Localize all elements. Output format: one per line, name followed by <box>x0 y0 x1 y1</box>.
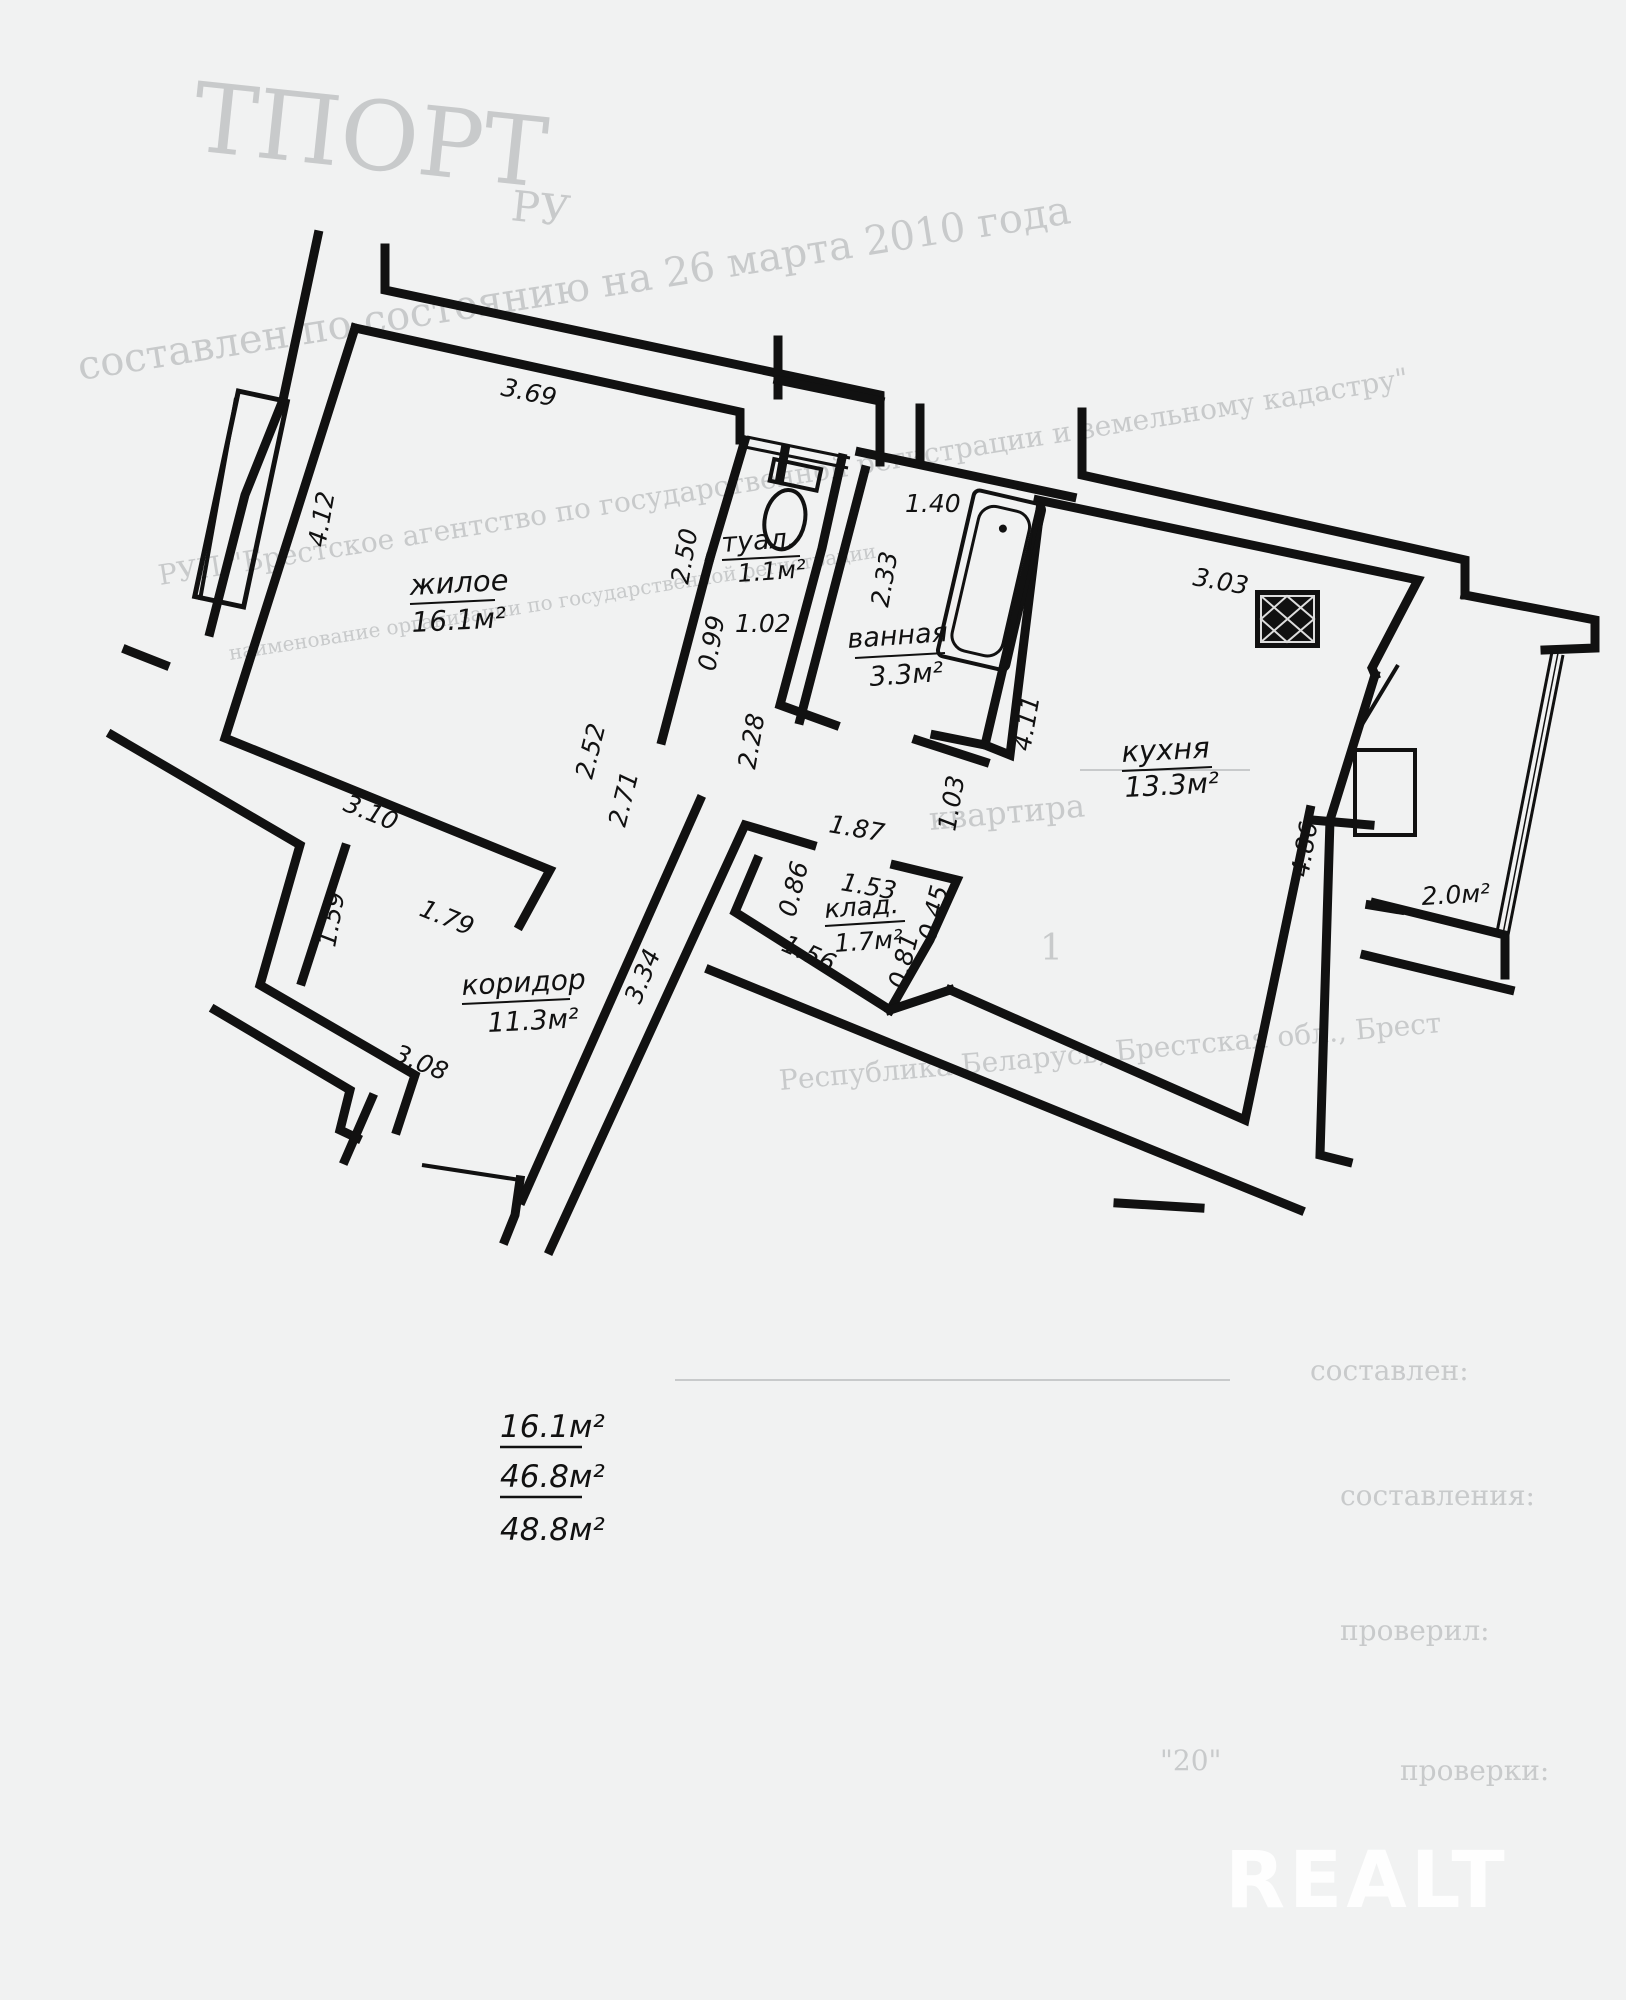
toilet-icon <box>762 456 824 552</box>
room-bathroom-name: ванная <box>846 617 948 655</box>
room-labels: жилое 16.1м² туал. 1.1м² ванная 3.3м² ку… <box>408 523 1491 1039</box>
dim-1-40: 1.40 <box>905 489 961 518</box>
dim-1-87: 1.87 <box>827 809 887 847</box>
room-toilet-area: 1.1м² <box>736 554 806 588</box>
dim-1-02: 1.02 <box>735 609 791 638</box>
bg-line-11: проверки: <box>1400 1754 1549 1787</box>
total-living: 16.1м² <box>500 1409 605 1445</box>
realt-logo: REALT <box>1225 1836 1509 1926</box>
bg-line-7: составлен: <box>1310 1354 1469 1387</box>
bg-line-8: составления: <box>1340 1479 1535 1512</box>
dim-2-52: 2.52 <box>570 720 612 781</box>
dim-3-08: 3.08 <box>390 1039 452 1087</box>
room-living-area: 16.1м² <box>411 601 507 639</box>
total-area: 46.8м² <box>500 1459 605 1495</box>
room-living-name: жилое <box>408 563 510 602</box>
bg-line-10: "20" <box>1160 1744 1221 1777</box>
area-totals: 16.1м² 46.8м² 48.8м² <box>500 1409 605 1548</box>
bg-line-9: проверил: <box>1340 1614 1490 1647</box>
room-corridor-name: коридор <box>461 963 587 1002</box>
dim-2-28: 2.28 <box>732 711 770 771</box>
bg-line-1: составлен по состоянию на 26 марта 2010 … <box>74 187 1073 390</box>
room-corridor-area: 11.3м² <box>487 1003 580 1039</box>
stove-icon <box>1255 590 1320 648</box>
dim-4-86: 4.86 <box>1285 819 1323 879</box>
dim-1-56: 1.56 <box>778 929 841 978</box>
dim-0-99: 0.99 <box>692 613 730 673</box>
fixtures <box>744 435 1320 672</box>
room-kitchen-area: 13.3м² <box>1124 766 1220 804</box>
dim-3-69: 3.69 <box>499 373 559 413</box>
dim-1-59: 1.59 <box>312 889 350 949</box>
bg-line-5: 1 <box>1040 928 1063 969</box>
dim-1-79: 1.79 <box>416 894 478 942</box>
bathtub-icon <box>935 488 1046 672</box>
walls <box>105 229 1600 1256</box>
total-with-balcony: 48.8м² <box>500 1512 605 1548</box>
dim-2-71: 2.71 <box>603 768 645 829</box>
bg-line-6: Республика Беларусь, Брестская обл., Бре… <box>778 1006 1443 1097</box>
bg-subtitle: РУ <box>509 181 572 236</box>
dim-0-45: 0.45 <box>913 882 955 943</box>
dim-0-86: 0.86 <box>773 858 815 919</box>
room-toilet-name: туал. <box>720 523 796 559</box>
bg-title: ТПОРТ <box>188 61 553 210</box>
room-bathroom-area: 3.3м² <box>868 657 944 693</box>
room-balcony-area: 2.0м² <box>1421 878 1491 911</box>
room-kitchen-name: кухня <box>1121 730 1211 769</box>
room-storage-name: клад. <box>823 890 899 925</box>
room-storage-area: 1.7м² <box>833 924 903 958</box>
dim-3-03: 3.03 <box>1191 562 1251 600</box>
